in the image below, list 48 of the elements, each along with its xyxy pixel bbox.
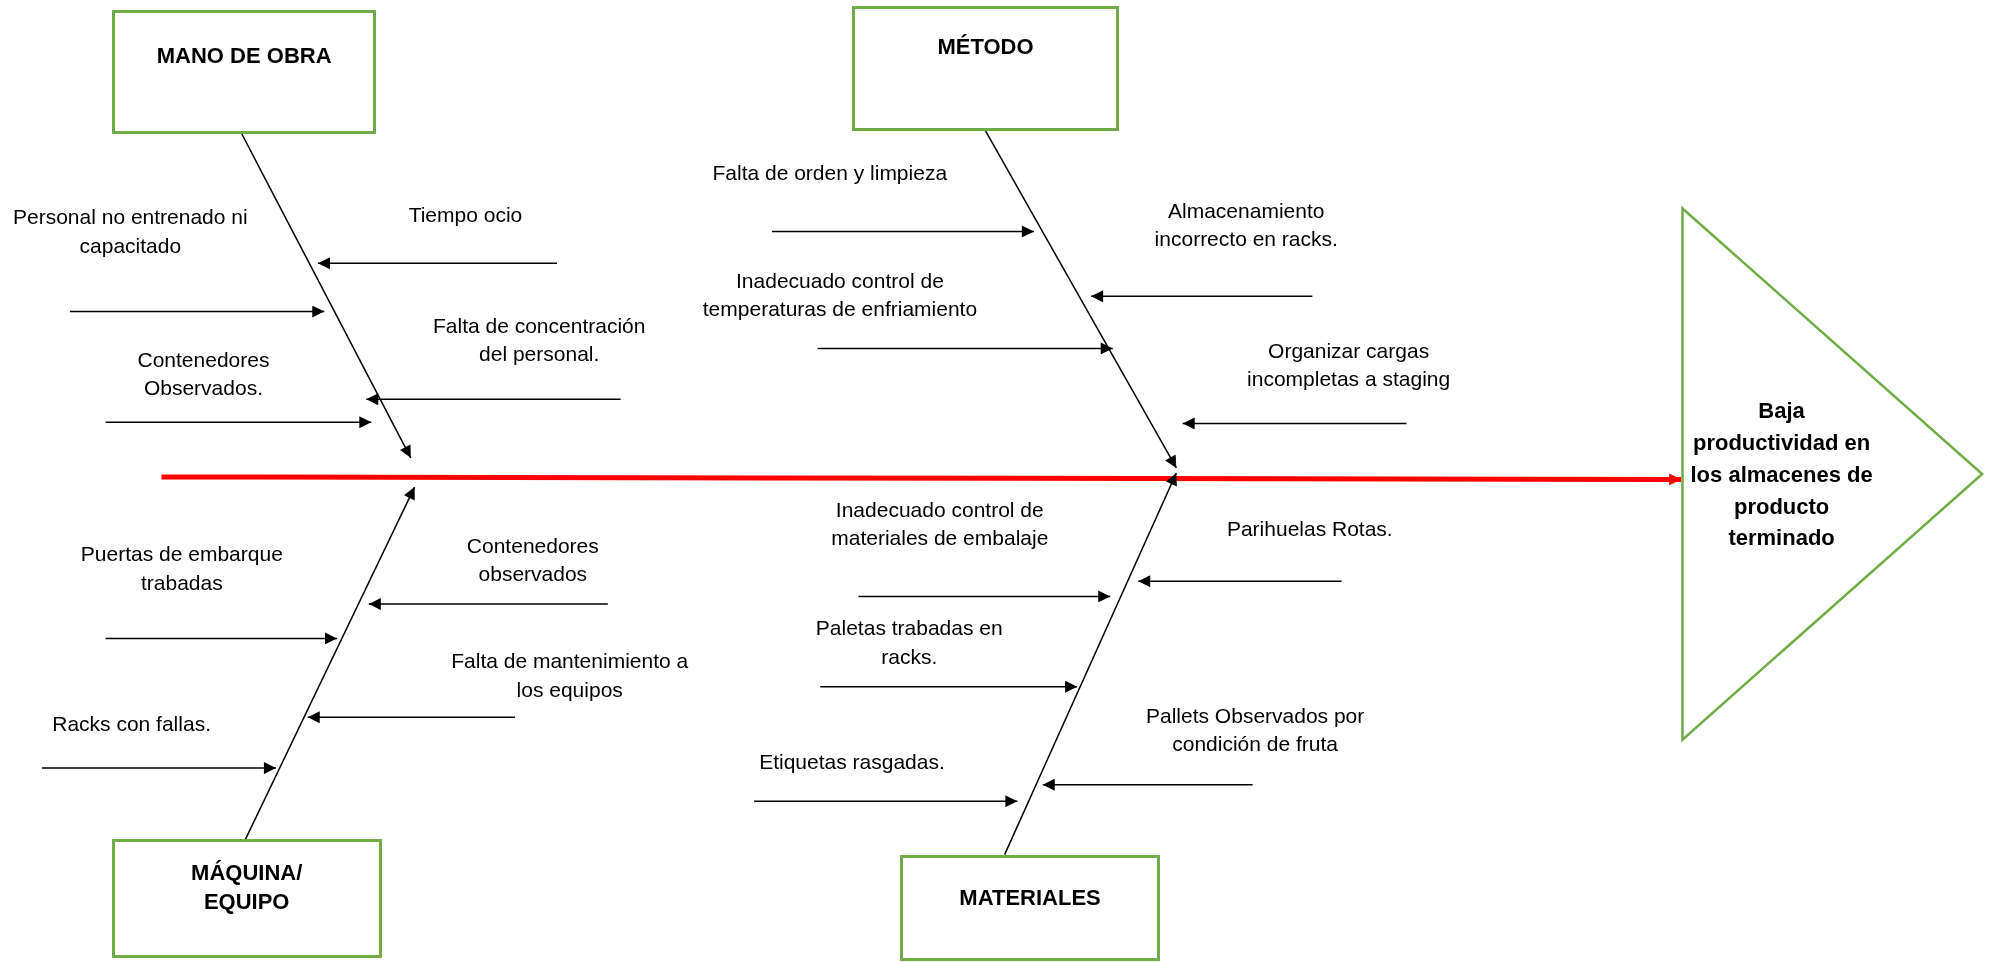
cause-arrow [69, 305, 326, 318]
bone-arrow [244, 486, 416, 841]
cause-arrow [1137, 575, 1343, 588]
category-box [852, 6, 1120, 131]
cause-arrow [753, 795, 1019, 808]
cause-arrow [1042, 778, 1254, 791]
cause-label: Racks con fallas. [51, 710, 212, 737]
cause-arrow [41, 762, 277, 775]
cause-label: Falta de concentración del personal. [431, 312, 647, 367]
effect-label: Baja productividad en los almacenes de producto terminado [1689, 396, 1874, 553]
cause-label: Pallets Observados por condición de fruta [1145, 702, 1366, 758]
cause-arrow [368, 598, 609, 611]
cause-label: Contenedores Observados. [136, 346, 271, 402]
cause-arrow [365, 393, 622, 406]
cause-label: Falta de orden y limpieza [711, 159, 949, 186]
cause-label: Etiquetas rasgadas. [758, 748, 946, 775]
bone-arrow [1003, 472, 1178, 856]
spine-arrow [161, 473, 1682, 486]
cause-label: Inadecuado control de materiales de embalaje [830, 496, 1050, 552]
cause-arrow [317, 257, 558, 270]
cause-arrow [857, 590, 1111, 603]
cause-arrow [104, 632, 338, 645]
cause-label: Personal no entrenado ni capacitado [12, 204, 249, 259]
cause-arrow [816, 342, 1114, 355]
category-box [111, 839, 382, 958]
cause-arrow [819, 680, 1078, 693]
category-label: MATERIALES [958, 884, 1102, 912]
cause-label: Contenedores observados [465, 532, 600, 587]
category-label: MANO DE OBRA [155, 42, 333, 71]
cause-arrow [771, 225, 1035, 238]
cause-arrow [1090, 290, 1314, 303]
category-box [900, 854, 1160, 962]
cause-arrow [1181, 417, 1408, 430]
bone-arrow [240, 132, 412, 459]
cause-arrow [307, 711, 516, 724]
cause-label: Puertas de embarque trabadas [79, 541, 284, 596]
cause-label: Parihuelas Rotas. [1225, 516, 1394, 543]
category-label: MÉTODO [936, 33, 1035, 62]
cause-label: Organizar cargas incompletas a staging [1246, 338, 1452, 393]
category-label: MÁQUINA/ EQUIPO [190, 858, 304, 917]
cause-label: Paletas trabadas en racks. [814, 615, 1004, 670]
cause-label: Falta de mantenimiento a los equipos [450, 648, 690, 703]
cause-label: Inadecuado control de temperaturas de enfriamiento [701, 268, 979, 323]
cause-label: Almacenamiento incorrecto en racks. [1153, 198, 1339, 253]
bone-arrow [984, 130, 1178, 469]
category-box [111, 10, 377, 134]
cause-label: Tiempo ocio [407, 201, 524, 228]
cause-arrow [104, 416, 373, 429]
